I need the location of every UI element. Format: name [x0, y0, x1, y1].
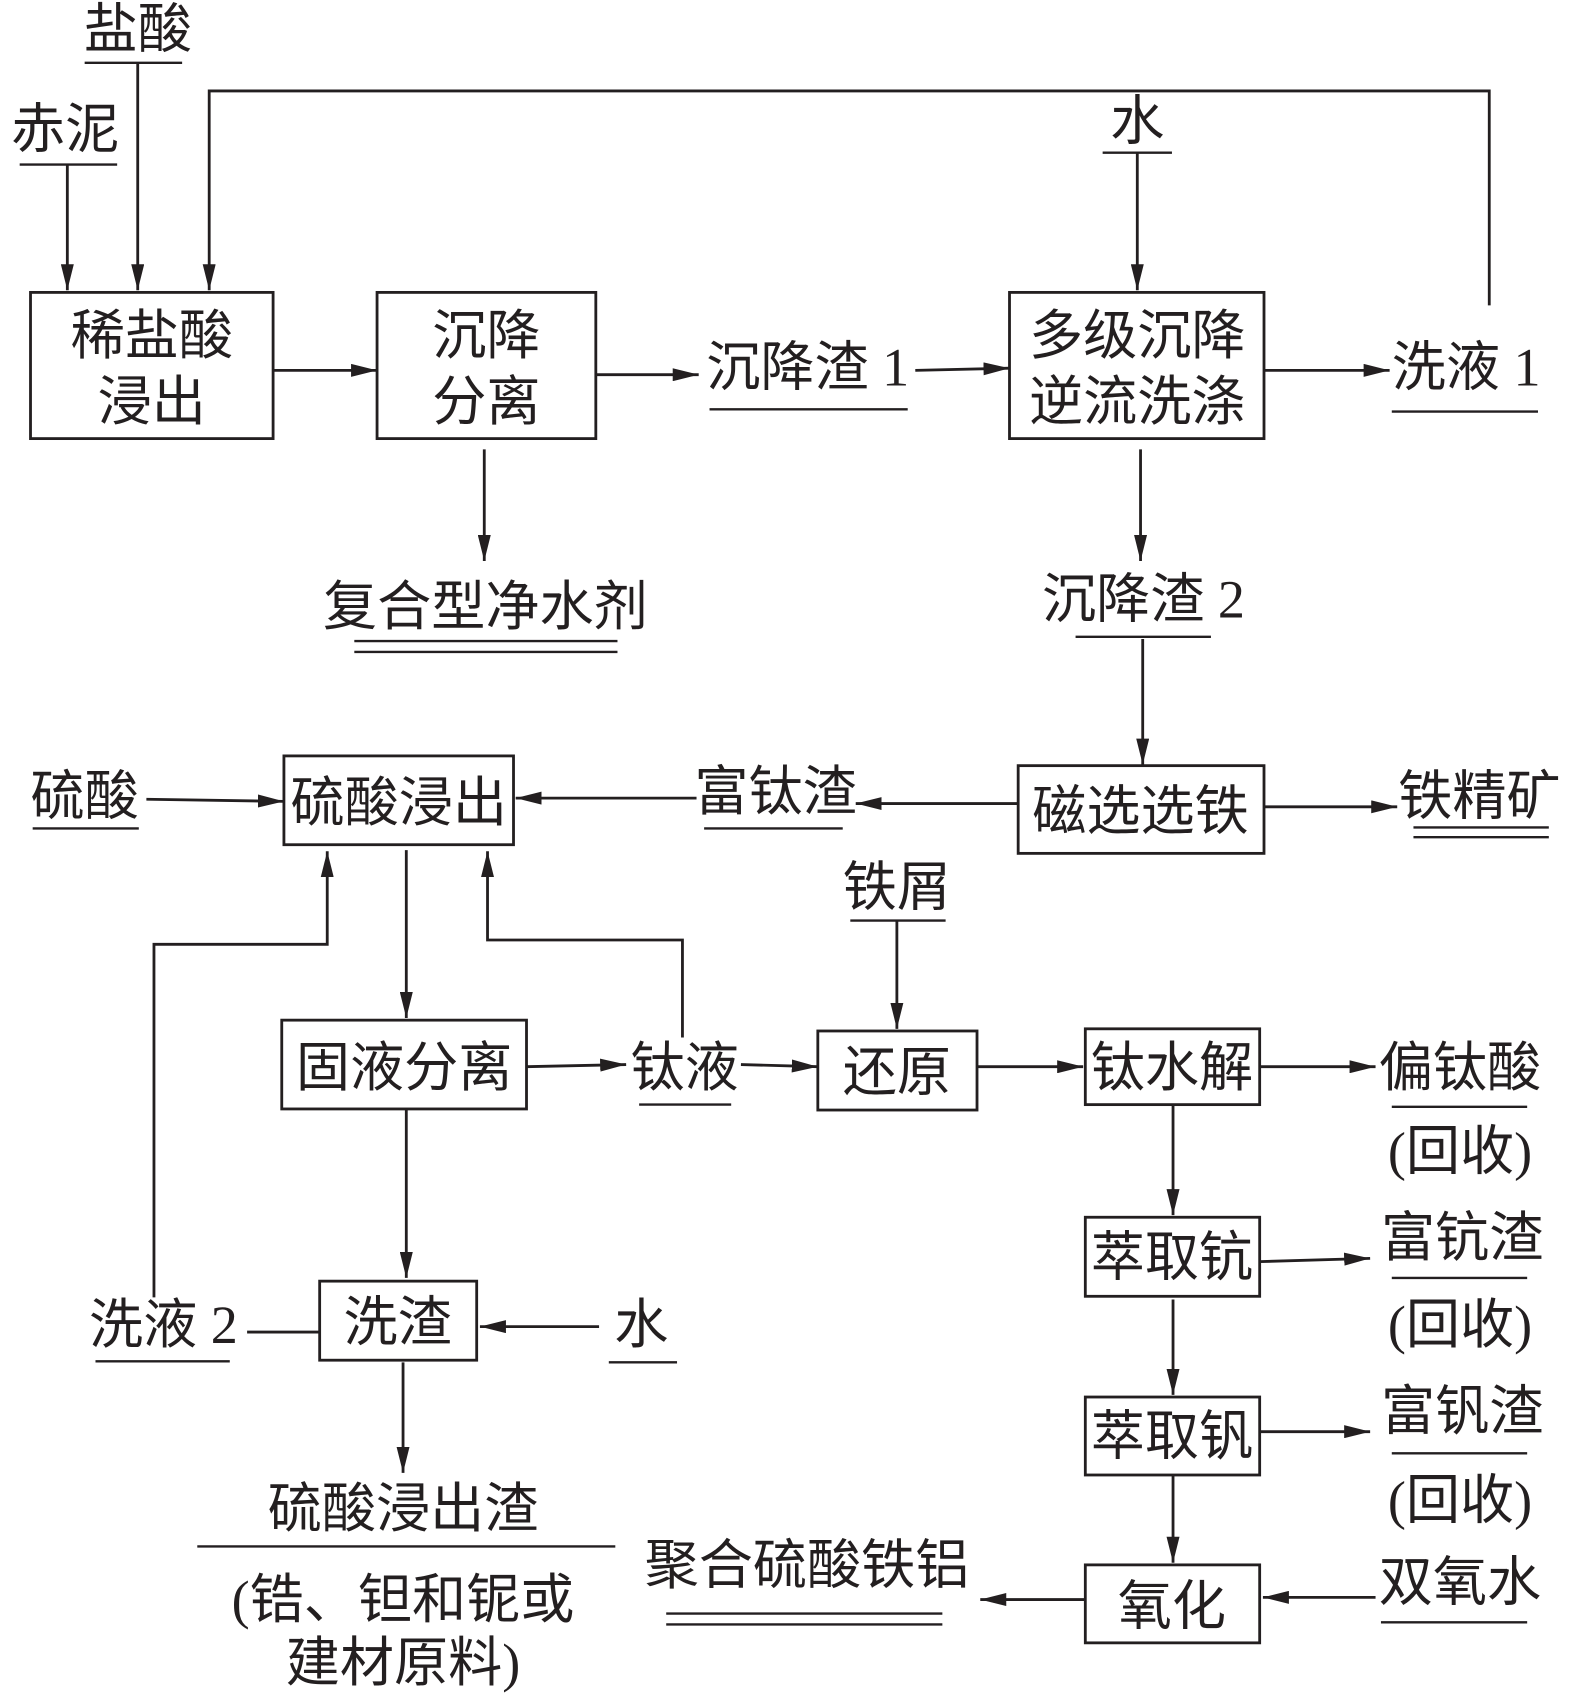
product-metatitanic-acid: 偏钛酸 (回收): [1379, 1038, 1541, 1181]
process-box: [1008, 290, 1266, 441]
product-label: 复合型净水剂: [323, 577, 648, 637]
input-sulfuric-acid: 硫酸: [31, 766, 284, 830]
input-hydrogen-peroxide: 双氧水: [1262, 1553, 1541, 1624]
input-label: 赤泥: [11, 99, 119, 159]
stream-settling-residue-2: 沉降渣 2: [1042, 569, 1245, 638]
step-settling-separation: 沉降 分离: [375, 290, 598, 441]
process-label-line-1: 多级沉降: [1029, 306, 1246, 366]
input-water-top: 水: [1102, 92, 1172, 291]
product-label: 富钪渣: [1381, 1208, 1543, 1268]
stream-label: 钛液: [630, 1038, 738, 1098]
input-water-bottom: 水: [479, 1295, 678, 1364]
input-red-mud: 赤泥: [11, 99, 119, 291]
product-iron-concentrate: 铁精矿: [1398, 766, 1561, 839]
process-box: [816, 1029, 979, 1112]
step-reduction: 还原: [816, 1029, 979, 1112]
stream-titanium-rich-slag: 富钛渣: [694, 762, 857, 830]
product-label: 富钒渣: [1381, 1382, 1543, 1442]
input-label: 盐酸: [84, 0, 192, 60]
step-countercurrent-washing: 多级沉降 逆流洗涤: [1008, 290, 1266, 441]
arrow-sc-extraction-to-sc-slag: [1259, 1252, 1371, 1266]
product-note: (回收): [1388, 1122, 1532, 1182]
stream-label: 洗液 2: [89, 1295, 238, 1355]
process-label: 氧化: [1118, 1576, 1226, 1636]
input-label: 铁屑: [843, 857, 951, 917]
process-label: 洗渣: [344, 1293, 452, 1353]
process-label: 硫酸浸出: [290, 773, 507, 833]
input-label: 双氧水: [1379, 1553, 1541, 1613]
process-box: [29, 290, 275, 441]
step-magnetic-separation: 磁选选铁: [1016, 764, 1266, 855]
product-note: (回收): [1388, 1295, 1532, 1355]
step-titanium-hydrolysis: 钛水解: [1083, 1027, 1262, 1107]
input-label: 水: [614, 1295, 668, 1355]
process-label-line-2: 分离: [432, 372, 540, 432]
product-vanadium-rich-slag: 富钒渣 (回收): [1381, 1382, 1543, 1531]
input-label: 硫酸: [31, 766, 139, 826]
stream-label: 沉降渣 1: [706, 338, 909, 398]
arrow-sulfuric-acid-to-leaching: [146, 794, 284, 808]
process-box: [280, 1018, 528, 1111]
recycle-wash-liquor-2-to-leaching: [152, 851, 334, 1298]
stream-titanium-liquor: 钛液: [630, 1038, 739, 1106]
step-oxidation: 氧化: [1083, 1563, 1262, 1645]
process-box: [1016, 764, 1266, 855]
step-vanadium-extraction: 萃取钒: [1083, 1395, 1262, 1477]
process-label: 萃取钪: [1091, 1228, 1253, 1288]
process-label: 磁选选铁: [1032, 782, 1249, 842]
stream-wash-liquor-2: 洗液 2: [89, 1295, 320, 1363]
process-label: 钛水解: [1091, 1038, 1253, 1098]
process-label: 萃取钒: [1091, 1406, 1253, 1466]
process-label: 还原: [843, 1043, 951, 1103]
input-label: 水: [1110, 92, 1164, 152]
process-box: [282, 754, 515, 847]
product-sulfuric-leach-residue: 硫酸浸出渣 (锆、钽和铌或 建材原料): [197, 1479, 616, 1693]
step-scandium-extraction: 萃取钪: [1083, 1215, 1262, 1298]
input-hydrochloric-acid: 盐酸: [84, 0, 192, 291]
arrow-separation-to-ti-liquor: [526, 1058, 627, 1072]
process-box: [375, 290, 598, 441]
product-scandium-rich-slag: 富钪渣 (回收): [1381, 1208, 1543, 1355]
stream-wash-liquor-1: 洗液 1: [1392, 338, 1541, 413]
process-label: 固液分离: [296, 1038, 513, 1098]
process-label-line-2: 逆流洗涤: [1029, 372, 1246, 432]
recycle-wash-liquor-1-to-leaching: [202, 89, 1491, 306]
step-solid-liquid-separation: 固液分离: [280, 1018, 528, 1111]
input-iron-scrap: 铁屑: [843, 857, 951, 1029]
stream-settling-residue-1: 沉降渣 1: [706, 338, 909, 411]
stream-label: 富钛渣: [694, 762, 856, 822]
product-note-line-2: 建材原料): [286, 1633, 521, 1693]
step-sulfuric-acid-leaching: 硫酸浸出: [282, 754, 515, 847]
recycle-ti-liquor-to-leaching: [481, 851, 684, 1038]
process-box: [318, 1279, 479, 1362]
product-label: 硫酸浸出渣: [268, 1479, 539, 1539]
stream-label: 沉降渣 2: [1042, 569, 1245, 629]
product-polymeric-ferric-aluminum-sulfate: 聚合硫酸铁铝: [645, 1535, 970, 1626]
arrow-residue-1-to-washing: [915, 362, 1010, 376]
stream-label: 洗液 1: [1392, 338, 1541, 398]
process-label-line-1: 稀盐酸: [71, 306, 233, 366]
step-dilute-hcl-leaching: 稀盐酸 浸出: [29, 290, 275, 441]
product-note: (回收): [1388, 1470, 1532, 1530]
step-residue-washing: 洗渣: [318, 1279, 479, 1362]
process-box: [1083, 1563, 1262, 1645]
process-label-line-1: 沉降: [432, 306, 540, 366]
arrow-ti-liquor-to-reduction: [740, 1059, 818, 1073]
product-note-line-1: (锆、钽和铌或: [232, 1570, 575, 1630]
process-box: [1083, 1215, 1262, 1298]
product-label: 铁精矿: [1398, 766, 1560, 826]
product-label: 聚合硫酸铁铝: [645, 1535, 970, 1595]
process-label-line-2: 浸出: [98, 372, 206, 432]
product-label: 偏钛酸: [1379, 1038, 1541, 1098]
product-composite-water-purifier: 复合型净水剂: [323, 577, 648, 654]
